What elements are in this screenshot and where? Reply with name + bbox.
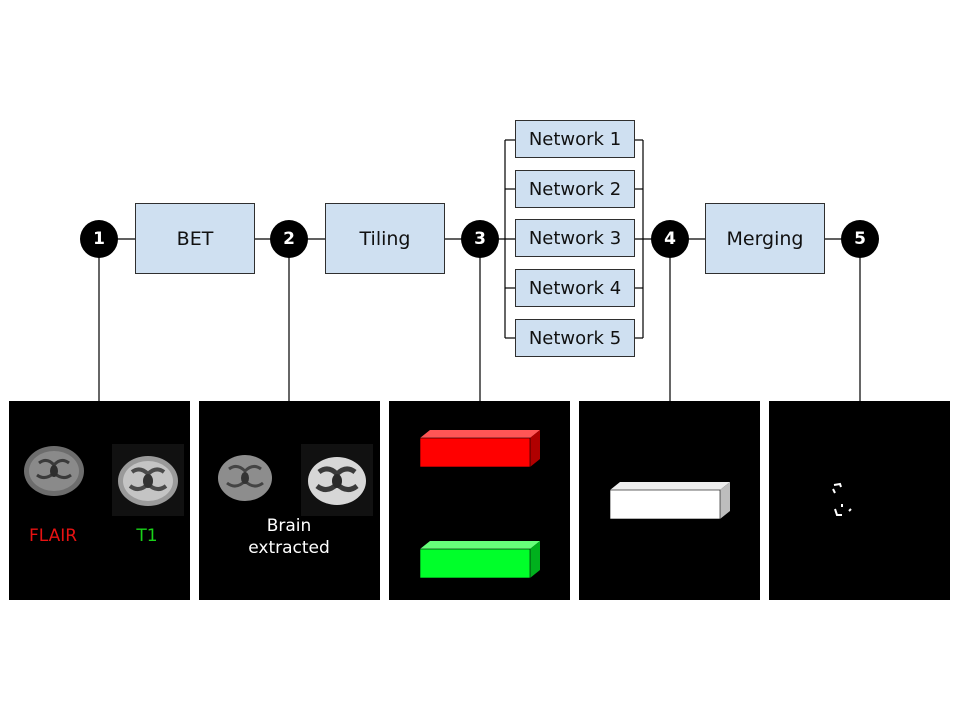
brain-extracted-caption: Brain extracted [219, 515, 359, 559]
panel-input-scans: FLAIR T1 [9, 401, 190, 600]
network-4-box: Network 4 [515, 269, 635, 307]
step-node-1: 1 [80, 220, 118, 258]
t1-extracted-image [308, 457, 366, 505]
network-3-box: Network 3 [515, 219, 635, 257]
network-2-label: Network 2 [528, 178, 622, 200]
flair-label: FLAIR [28, 526, 78, 546]
t1-extracted-frame [301, 444, 373, 516]
tiling-box: Tiling [325, 203, 445, 274]
network-5-box: Network 5 [515, 319, 635, 357]
green-tile-block [419, 541, 540, 579]
panel-brain-extracted: Brain extracted [199, 401, 380, 600]
tiling-label: Tiling [359, 227, 411, 250]
t1-label: T1 [136, 526, 158, 546]
step-node-3: 3 [461, 220, 499, 258]
network-4-label: Network 4 [528, 277, 622, 299]
panel-tiles [389, 401, 570, 600]
step-node-2: 2 [270, 220, 308, 258]
panel-network-output [579, 401, 760, 600]
merging-box: Merging [705, 203, 825, 274]
network-1-box: Network 1 [515, 120, 635, 158]
flair-brain-image [24, 446, 84, 496]
t1-image-frame [112, 444, 184, 516]
network-3-label: Network 3 [528, 227, 622, 249]
bet-box: BET [135, 203, 255, 274]
caption-line-1: Brain [266, 516, 312, 536]
bet-label: BET [176, 227, 214, 250]
panel-final-segmentation [769, 401, 950, 600]
t1-brain-image [118, 456, 178, 506]
network-2-box: Network 2 [515, 170, 635, 208]
flair-extracted-image [218, 455, 272, 501]
merging-label: Merging [726, 227, 804, 250]
red-tile-block [419, 430, 540, 468]
tile-blocks [419, 430, 540, 579]
step-node-5: 5 [841, 220, 879, 258]
network-1-label: Network 1 [528, 128, 622, 150]
network-5-label: Network 5 [528, 327, 622, 349]
output-block [609, 482, 730, 520]
segmentation-mask [832, 482, 852, 516]
caption-line-2: extracted [248, 538, 330, 558]
fanout-branches [505, 139, 643, 339]
step-node-4: 4 [651, 220, 689, 258]
